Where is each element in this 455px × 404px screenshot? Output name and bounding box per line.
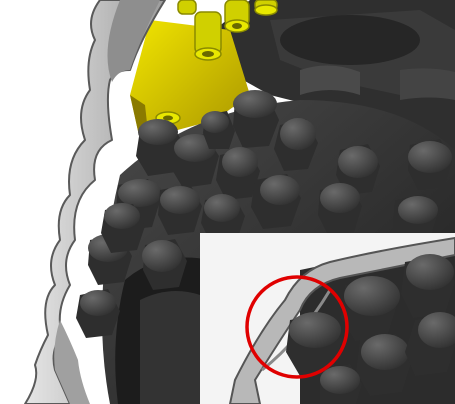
inset-tooth — [286, 312, 342, 376]
inset-view — [200, 233, 455, 404]
tooth — [393, 194, 438, 245]
tooth — [101, 203, 145, 253]
tooth — [171, 134, 219, 188]
guard-plate — [24, 0, 166, 404]
brass-fittings — [155, 0, 278, 125]
tooth — [408, 139, 452, 190]
inset-tooth — [341, 276, 400, 341]
housing-lug — [300, 65, 360, 95]
highlight-circle-icon — [245, 275, 349, 379]
drum-ring-inner — [140, 291, 200, 404]
tooth — [201, 111, 235, 149]
tooth — [216, 147, 260, 200]
tooth — [336, 144, 380, 195]
inset-tooth — [320, 364, 362, 404]
tooth — [233, 90, 279, 148]
tooth — [318, 183, 362, 235]
housing-lug-right — [400, 68, 455, 100]
inset-tooth — [401, 254, 455, 318]
inset-teeth — [286, 254, 455, 404]
tooth — [274, 118, 318, 171]
tooth — [251, 174, 301, 229]
tooth — [158, 184, 202, 235]
inset-tooth — [405, 312, 455, 376]
inset-tooth — [356, 334, 412, 396]
tooth — [142, 239, 187, 290]
tooth — [201, 194, 245, 243]
guard-plate-edge — [107, 0, 160, 82]
hub-ring — [280, 15, 420, 65]
cutter-teeth — [76, 90, 452, 338]
tooth — [76, 289, 120, 338]
guard-plate-tip — [54, 320, 90, 404]
